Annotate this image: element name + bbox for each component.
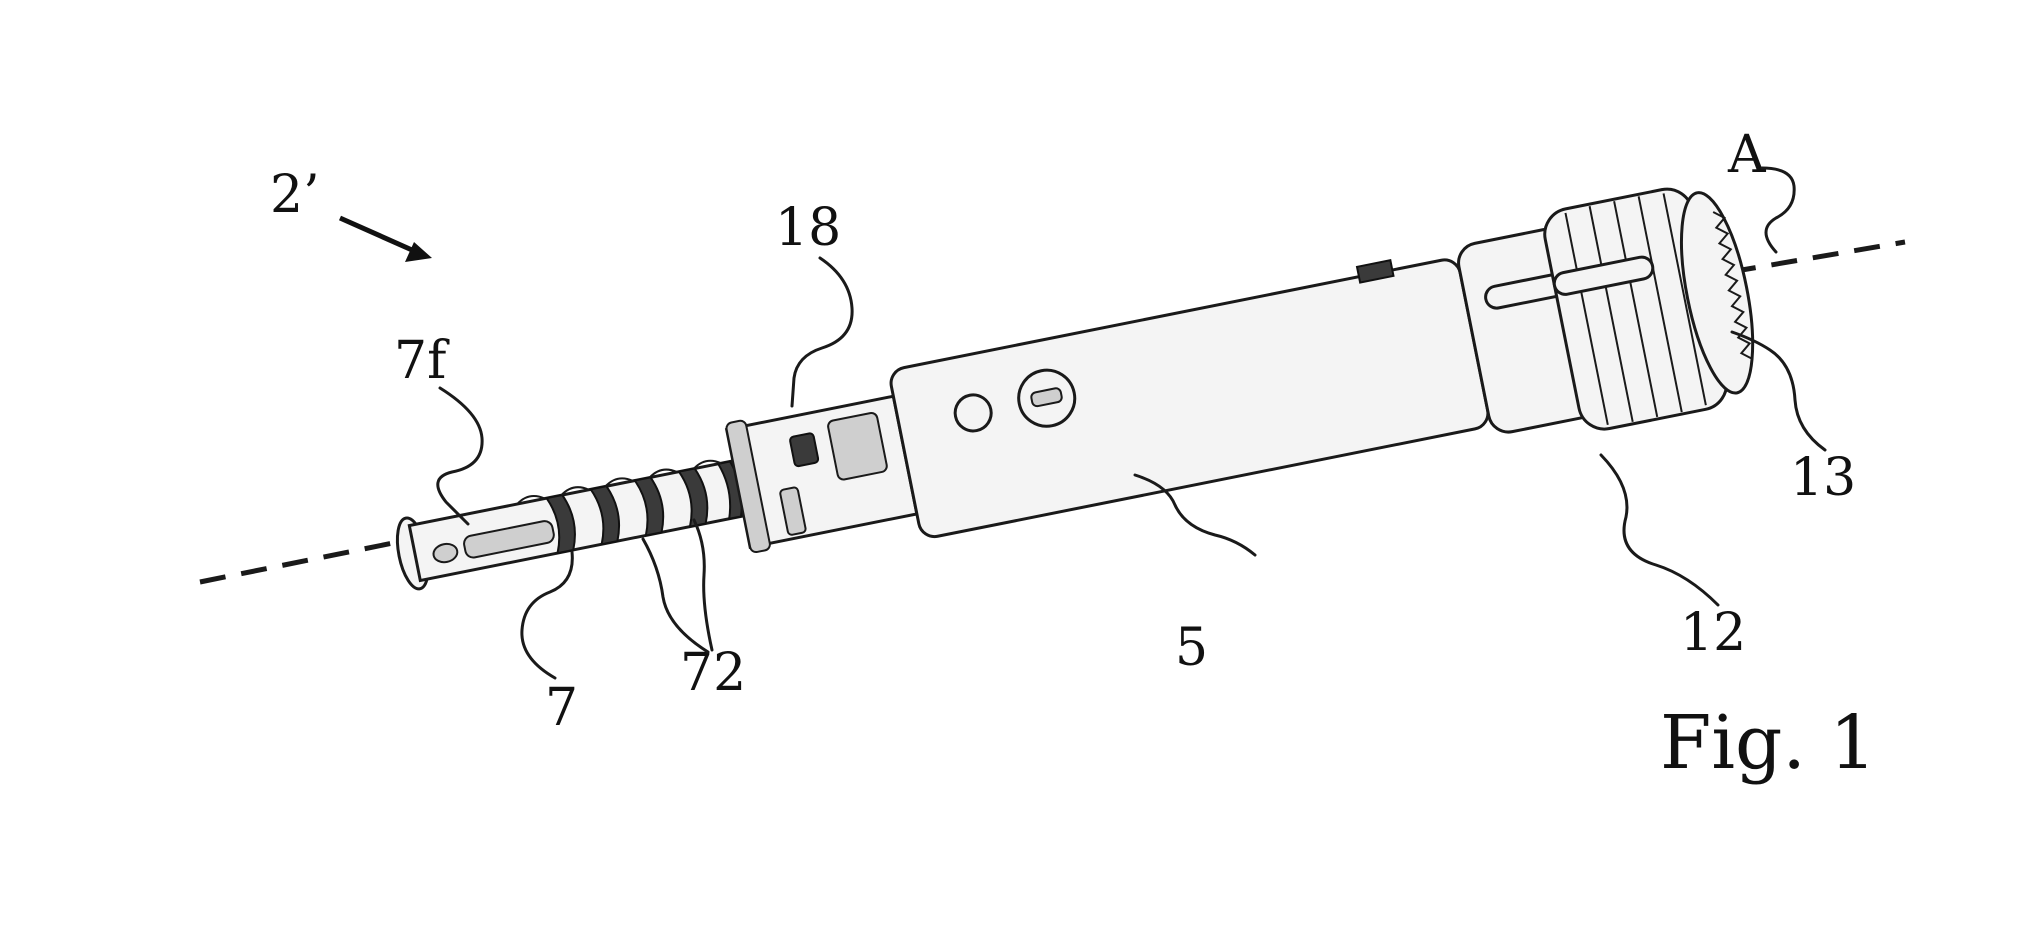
rod-slot [463, 520, 555, 559]
leader-5 [1133, 473, 1257, 557]
sleeve-rib [779, 486, 807, 536]
sleeve-window [789, 432, 820, 468]
housing-knob-slot [1030, 387, 1063, 408]
knob-slot [1552, 255, 1655, 296]
label-7: 7 [545, 678, 578, 738]
axis-line-left [199, 537, 409, 585]
rod-hole [432, 542, 459, 564]
injection-device [395, 187, 1755, 591]
axis-line-right [1729, 239, 1906, 275]
housing-window [953, 393, 993, 433]
sleeve-collar [725, 419, 771, 554]
leader-18 [790, 256, 854, 408]
assembly-arrowhead [405, 242, 432, 262]
label-12: 12 [1680, 603, 1746, 663]
label-assembly: 2’ [270, 165, 320, 225]
label-18: 18 [775, 198, 841, 258]
leader-72-b [692, 518, 714, 652]
dose-button [1679, 191, 1755, 395]
leader-72-a [641, 537, 710, 654]
leader-12 [1599, 453, 1720, 607]
label-axis: A [1727, 125, 1767, 185]
label-72: 72 [680, 643, 746, 703]
leader-7f [436, 386, 484, 526]
figure-caption: Fig. 1 [1660, 700, 1877, 786]
helical-threads [516, 459, 743, 555]
sleeve-latch [827, 411, 888, 481]
label-5: 5 [1175, 618, 1208, 678]
knob-grip-lines [1564, 193, 1707, 425]
leader-7 [520, 550, 574, 680]
label-13: 13 [1790, 448, 1856, 508]
housing-notch [1355, 259, 1395, 284]
assembly-arrow-line [338, 215, 414, 253]
label-7f: 7f [394, 331, 450, 391]
leader-axis [1760, 166, 1796, 254]
leader-13 [1730, 330, 1827, 452]
